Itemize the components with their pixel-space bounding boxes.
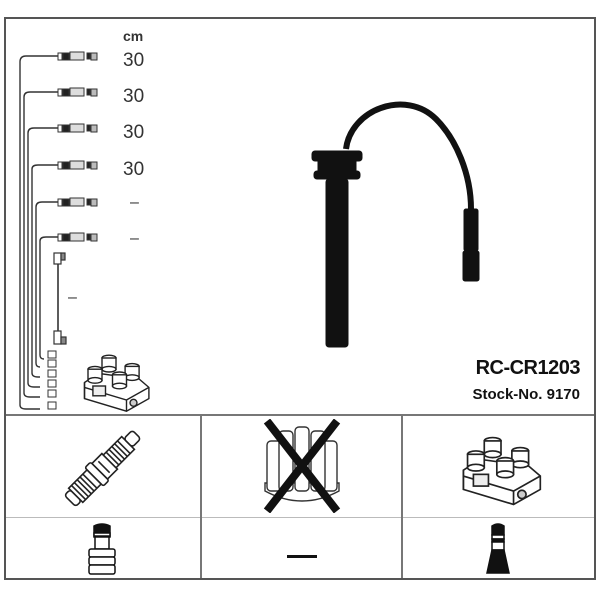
plug-connector-boot-icon: [88, 523, 116, 575]
cell-ignition-coil: [403, 416, 594, 517]
cable-set-panel: cm: [6, 19, 594, 414]
distributor-cap-icon: [263, 419, 341, 513]
model-number: RC-CR1203: [475, 357, 581, 379]
panel-divider: [6, 414, 594, 416]
ignition-coil-icon: [462, 436, 542, 506]
ignition-cable-image: [311, 101, 480, 348]
unit-label: cm: [123, 28, 144, 44]
lead-length-2: 30: [123, 86, 145, 107]
lead-length-6: –: [130, 230, 139, 247]
cell-none: [202, 518, 401, 578]
cell-plug-connector: [6, 518, 200, 578]
spark-plug-icon: [64, 430, 141, 507]
cell-coil-connector: [403, 518, 594, 578]
lead-length-4: 30: [123, 159, 145, 180]
excluded-cross-icon: [263, 419, 341, 513]
column-divider-1: [200, 416, 202, 578]
lead-schematic-icon: [19, 51, 98, 410]
stock-number: Stock-No. 9170: [472, 386, 580, 403]
lead-length-3: 30: [123, 122, 145, 143]
lead-length-1: 30: [123, 50, 145, 71]
lead-length-7: –: [68, 289, 77, 306]
cell-spark-plug: [6, 416, 200, 517]
coil-connector-boot-icon: [486, 523, 510, 574]
column-divider-2: [401, 416, 403, 578]
lead-length-5: –: [130, 194, 139, 211]
diagram-frame: cm: [4, 17, 596, 580]
row-divider: [6, 517, 594, 518]
ignition-coil-small-icon: [83, 354, 150, 412]
cell-distributor-cap: [202, 416, 401, 517]
none-dash: [287, 555, 317, 558]
